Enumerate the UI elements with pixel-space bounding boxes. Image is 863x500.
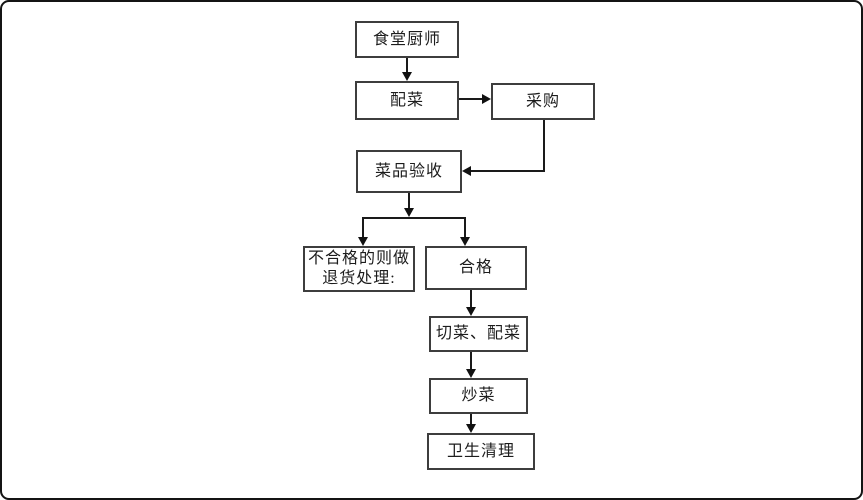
edge-procurement-to-acceptance-vline	[543, 120, 545, 172]
edge-chef-to-prep-arrowhead-icon	[402, 72, 412, 81]
node-side-dish-prep-label: 配菜	[389, 91, 424, 109]
edge-qualified-to-cutprep-arrowhead-icon	[466, 307, 476, 316]
node-cut-and-prep: 切菜、配菜	[429, 316, 528, 352]
edge-stirfry-to-cleanup-arrowhead-icon	[466, 424, 476, 433]
node-qualified-label: 合格	[458, 259, 493, 276]
edge-cutprep-to-stirfry-line	[470, 352, 472, 370]
node-canteen-chef-label: 食堂厨师	[372, 30, 441, 48]
node-cut-and-prep-label: 切菜、配菜	[435, 325, 521, 342]
node-sanitation-cleanup-label: 卫生清理	[446, 442, 515, 460]
edge-chef-to-prep-line	[406, 58, 408, 73]
edge-cutprep-to-stirfry-arrowhead-icon	[466, 369, 476, 378]
edge-prep-to-procurement-line	[459, 98, 483, 100]
branch-connector-hline	[362, 217, 466, 219]
node-stir-fry: 炒菜	[429, 378, 528, 414]
edge-acceptance-to-branch-line	[408, 193, 410, 209]
edge-branch-to-unqualified-line	[362, 217, 364, 238]
node-unqualified-return: 不合格的则做 退货处理:	[303, 246, 415, 292]
edge-branch-to-qualified-line	[464, 217, 466, 238]
node-dish-acceptance: 菜品验收	[356, 150, 462, 193]
node-sanitation-cleanup: 卫生清理	[427, 433, 535, 470]
node-side-dish-prep: 配菜	[355, 81, 459, 120]
node-procurement-label: 采购	[525, 92, 560, 110]
edge-procurement-to-acceptance-hline	[471, 170, 545, 172]
node-stir-fry-label: 炒菜	[461, 387, 496, 404]
node-procurement: 采购	[491, 83, 595, 120]
edge-stirfry-to-cleanup-line	[470, 414, 472, 425]
edge-qualified-to-cutprep-line	[470, 290, 472, 308]
edge-branch-to-qualified-arrowhead-icon	[460, 237, 470, 246]
edge-procurement-to-acceptance-arrowhead-icon	[462, 166, 471, 176]
node-unqualified-return-label-line2: 退货处理:	[322, 270, 396, 287]
edge-prep-to-procurement-arrowhead-icon	[482, 94, 491, 104]
node-unqualified-return-label-line1: 不合格的则做	[307, 250, 410, 267]
edge-branch-to-unqualified-arrowhead-icon	[358, 237, 368, 246]
node-qualified: 合格	[425, 246, 527, 290]
node-canteen-chef: 食堂厨师	[355, 21, 459, 58]
edge-acceptance-to-branch-arrowhead-icon	[404, 208, 414, 217]
node-dish-acceptance-label: 菜品验收	[374, 162, 443, 180]
